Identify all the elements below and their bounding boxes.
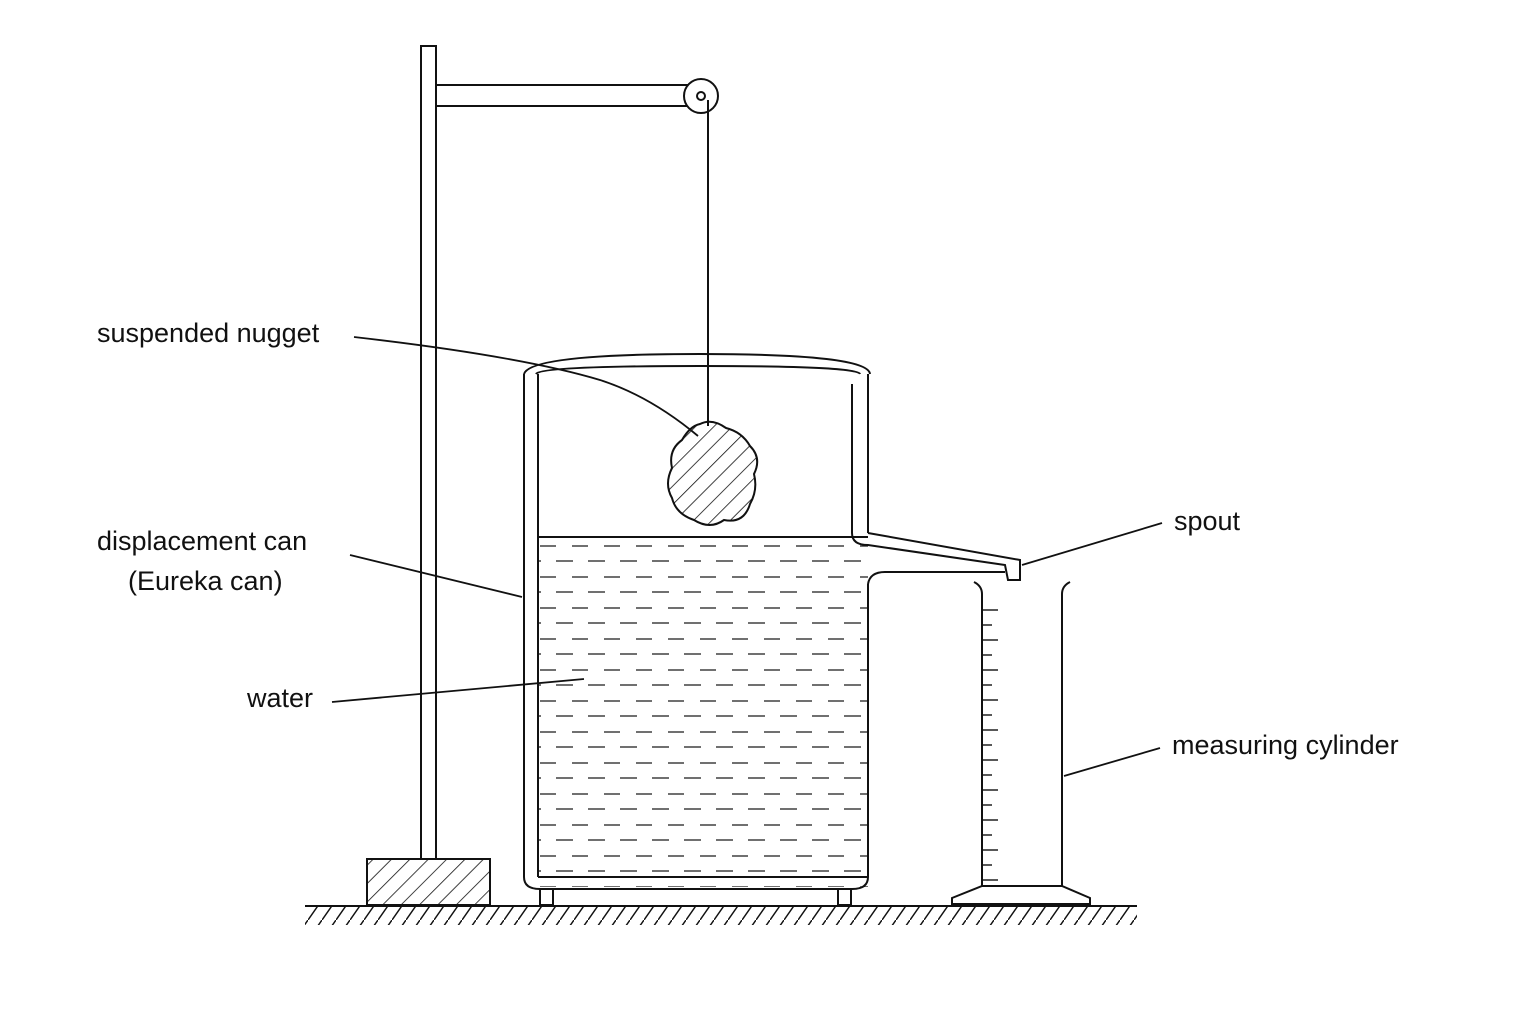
label-water: water [246,683,313,713]
leader-can [349,554,523,598]
label-spout: spout [1174,506,1241,536]
leader-water [331,678,585,703]
ground [305,905,1137,925]
leader-spout [1021,522,1163,566]
cylinder-graduations [982,609,998,881]
stand-base [366,858,491,906]
label-suspended-nugget: suspended nugget [97,318,320,348]
leader-nugget [353,336,699,437]
label-displacement-can: displacement can [97,526,307,556]
retort-stand [366,45,719,906]
label-eureka-can: (Eureka can) [128,566,283,596]
leader-cylinder [1063,747,1161,777]
stand-arm [435,84,702,107]
leader-lines [331,336,1163,777]
pulley-axle [696,91,706,101]
label-measuring-cylinder: measuring cylinder [1172,730,1399,760]
water-body [538,536,868,887]
displacement-can [523,352,1021,906]
measuring-cylinder [951,581,1091,905]
nugget [667,420,759,526]
stand-rod [420,45,437,860]
